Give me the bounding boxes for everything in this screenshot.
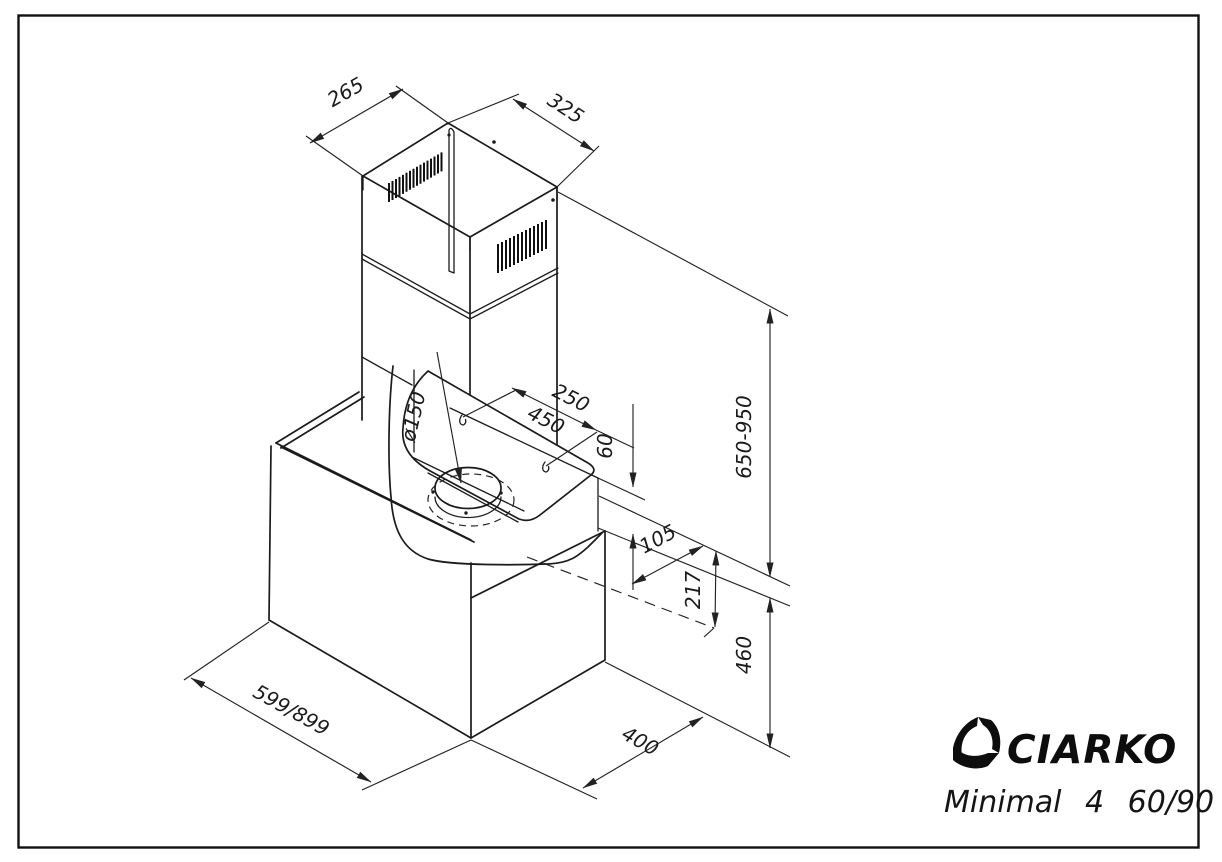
chimney-outline [361,122,559,453]
dimension-chimney-height-range: 650-950 [557,191,789,578]
dimension-chimney-width: 325 [447,88,600,188]
dimension-canopy-drop: 217 [526,550,720,638]
dim-label-diameter: ø150 [396,389,431,445]
dim-label-265: 265 [323,72,368,112]
keyhole-slot [459,414,467,426]
dimension-mount-offset: 60 [593,404,646,590]
hood-body-outline [268,391,606,739]
dimension-body-depth: 400 [470,661,791,800]
dim-label-60: 60 [593,433,617,458]
screw-dot [551,198,555,202]
dimension-body-width: 599/899 [183,621,472,791]
dimension-body-height: 460 [732,597,774,749]
wall-bracket [447,127,455,274]
duct-hole-dashed [427,473,515,527]
dim-label-217: 217 [681,571,705,609]
dimension-chimney-depth: 265 [305,72,449,177]
duct-ring [431,466,503,519]
dim-label-650-950: 650-950 [732,395,756,479]
drawing-border [17,14,1200,849]
model-name: Minimal 4 60/90 [944,785,1214,820]
vent-slats-right [497,220,547,273]
screw-dot [492,140,496,144]
brand-name: CIARKO [1007,728,1177,773]
dim-label-599-899: 599/899 [249,679,333,740]
brand-block: CIARKO Minimal 4 60/90 [944,717,1214,820]
keyhole-slot [542,461,550,473]
dim-label-460: 460 [732,636,756,674]
vent-slats-left [388,152,443,202]
ciarko-logo-icon [953,717,1001,769]
canopy-outline [388,365,603,566]
